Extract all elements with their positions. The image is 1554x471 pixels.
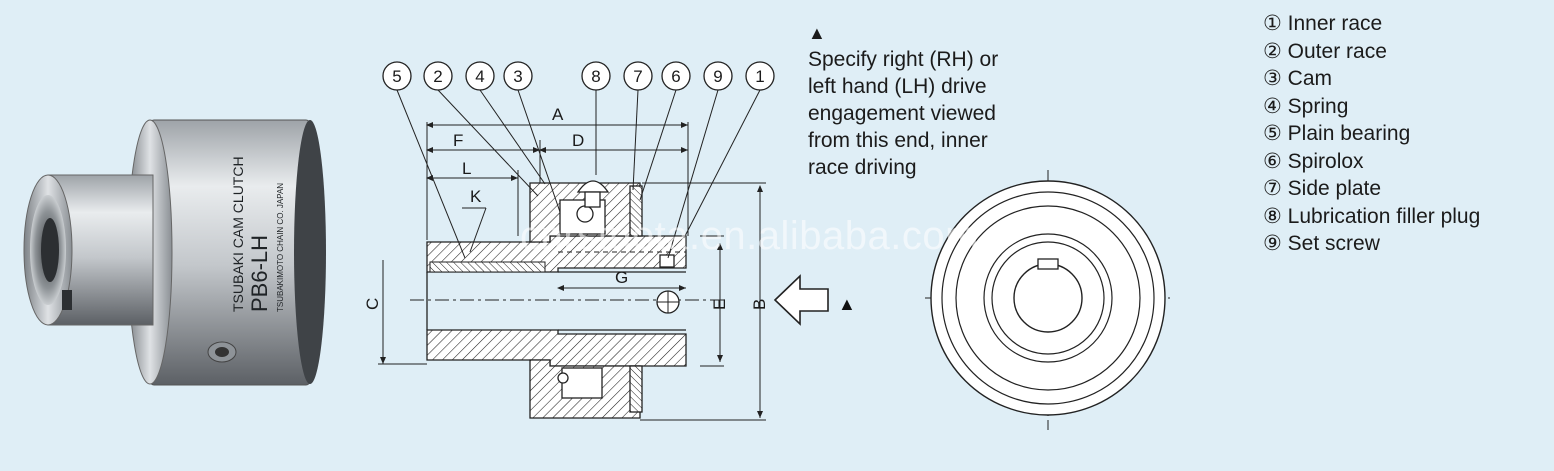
legend-label: Set screw	[1287, 232, 1380, 255]
product-label-line-1: TSUBAKI CAM CLUTCH	[230, 156, 246, 312]
dim-b: B	[750, 299, 769, 310]
cross-section-drawing	[378, 89, 766, 421]
legend-label: Side plate	[1287, 177, 1382, 200]
product-label-line-3: TSUBAKIMOTO CHAIN CO. JAPAN	[276, 183, 285, 312]
dim-l: L	[462, 159, 471, 178]
product-label-line-2: PB6-LH	[247, 235, 272, 312]
direction-arrow: ▲	[773, 274, 856, 326]
legend-number: ④	[1263, 94, 1282, 118]
dimension-labels: A F D L K G C E B	[363, 105, 769, 310]
legend-item-side-plate: ⑦ Side plate	[1263, 175, 1480, 203]
legend-label: Cam	[1287, 67, 1333, 90]
svg-text:8: 8	[591, 67, 600, 86]
parts-legend: ① Inner race ② Outer race ③ Cam ④ Spring…	[1263, 10, 1480, 258]
dim-e: E	[710, 299, 729, 310]
callout-3: 3	[503, 61, 533, 91]
svg-text:5: 5	[392, 67, 401, 86]
svg-text:9: 9	[713, 67, 722, 86]
legend-number: ⑧	[1263, 204, 1282, 228]
legend-item-set-screw: ⑨ Set screw	[1263, 230, 1480, 258]
callout-1: 1	[745, 61, 775, 91]
legend-number: ①	[1263, 12, 1282, 35]
legend-item-spring: ④ Spring	[1263, 93, 1480, 121]
callout-4: 4	[465, 61, 495, 91]
legend-number: ⑤	[1263, 122, 1282, 145]
dim-a: A	[552, 105, 564, 124]
legend-number: ③	[1263, 67, 1282, 90]
legend-number: ⑥	[1263, 149, 1282, 173]
svg-text:7: 7	[633, 67, 642, 86]
note-marker: ▲	[808, 23, 826, 43]
legend-label: Plain bearing	[1287, 122, 1411, 145]
legend-label: Lubrication filler plug	[1287, 204, 1481, 228]
note-text: Specify right (RH) or left hand (LH) dri…	[808, 48, 999, 179]
legend-label: Inner race	[1287, 12, 1383, 35]
callout-6: 6	[661, 61, 691, 91]
end-view	[925, 170, 1170, 430]
legend-label: Spirolox	[1287, 149, 1364, 173]
callout-9: 9	[703, 61, 733, 91]
svg-text:4: 4	[475, 67, 484, 86]
dim-k: K	[470, 187, 482, 206]
callout-7: 7	[623, 61, 653, 91]
dim-c: C	[363, 298, 382, 310]
arrow-marker: ▲	[838, 294, 856, 314]
product-photo: TSUBAKI CAM CLUTCH PB6-LH TSUBAKIMOTO CH…	[23, 119, 326, 386]
legend-item-lubrication-filler-plug: ⑧ Lubrication filler plug	[1263, 203, 1480, 231]
dim-g: G	[615, 268, 628, 287]
legend-item-spirolox: ⑥ Spirolox	[1263, 148, 1480, 176]
legend-label: Spring	[1287, 94, 1349, 118]
callouts: 5 2 4 3 8 7 6 9 1	[382, 61, 775, 91]
svg-text:6: 6	[671, 67, 680, 86]
legend-label: Outer race	[1287, 39, 1387, 63]
legend-number: ⑦	[1263, 177, 1282, 200]
legend-item-plain-bearing: ⑤ Plain bearing	[1263, 120, 1480, 148]
callout-2: 2	[423, 61, 453, 91]
dim-d: D	[572, 131, 584, 150]
svg-text:2: 2	[433, 67, 442, 86]
legend-item-cam: ③ Cam	[1263, 65, 1480, 93]
product-label: TSUBAKI CAM CLUTCH PB6-LH TSUBAKIMOTO CH…	[230, 156, 285, 312]
callout-8: 8	[581, 61, 611, 91]
legend-number: ②	[1263, 39, 1282, 63]
svg-text:3: 3	[513, 67, 522, 86]
legend-item-inner-race: ① Inner race	[1263, 10, 1480, 38]
legend-number: ⑨	[1263, 232, 1282, 255]
engagement-note: ▲ Specify right (RH) or left hand (LH) d…	[808, 20, 1008, 181]
callout-5: 5	[382, 61, 412, 91]
legend-item-outer-race: ② Outer race	[1263, 38, 1480, 66]
dim-f: F	[453, 131, 463, 150]
svg-text:1: 1	[755, 67, 764, 86]
